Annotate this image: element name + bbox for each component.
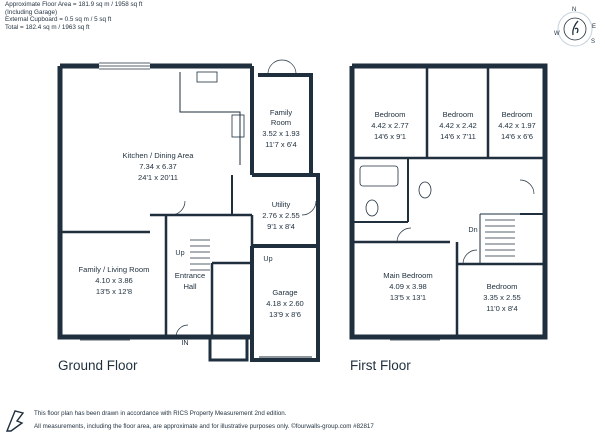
bedroom-2-metric: 4.42 x 2.42 — [439, 121, 477, 130]
compass-icon: N E S W — [554, 7, 596, 47]
garage-metric: 4.18 x 2.60 — [266, 299, 304, 308]
bedroom-3-name: Bedroom — [502, 110, 533, 119]
ground-floor-title: Ground Floor — [58, 358, 138, 373]
compass-w: W — [554, 31, 560, 37]
family-room-name-2: Room — [271, 118, 291, 127]
footer-disclaimer: All measurements, including the floor ar… — [34, 423, 374, 430]
kitchen-dining-metric: 7.34 x 6.37 — [139, 162, 177, 171]
including-garage-note: (Including Garage) — [5, 8, 58, 16]
kitchen-dining-name: Kitchen / Dining Area — [123, 151, 195, 160]
compass-n: N — [572, 7, 576, 13]
entrance-hall-name-1: Entrance — [175, 271, 205, 280]
first-floor-title: First Floor — [350, 358, 411, 373]
stairs-up-garage: Up — [263, 254, 272, 263]
compass-e: E — [592, 24, 596, 30]
utility-metric: 2.76 x 2.55 — [262, 211, 300, 220]
entrance-in: IN — [181, 338, 188, 347]
entrance-hall-name-2: Hall — [183, 282, 196, 291]
stairs-up-hall: Up — [175, 248, 184, 257]
bedroom-1-name: Bedroom — [375, 110, 406, 119]
main-bedroom-metric: 4.09 x 3.98 — [389, 282, 427, 291]
family-living-name: Family / Living Room — [79, 265, 150, 274]
utility-imperial: 9'1 x 8'4 — [267, 222, 295, 231]
bedroom-1-imperial: 14'6 x 9'1 — [374, 132, 406, 141]
bedroom-1-metric: 4.42 x 2.77 — [371, 121, 409, 130]
total-area: Total = 182.4 sq m / 1963 sq ft — [5, 23, 90, 31]
bedroom-5-imperial: 11'0 x 8'4 — [486, 304, 517, 313]
approx-floor-area: Approximate Floor Area = 181.9 sq m / 19… — [5, 1, 143, 8]
kitchen-dining-imperial: 24'1 x 20'11 — [138, 173, 178, 182]
utility-name: Utility — [272, 200, 291, 209]
family-living-imperial: 13'5 x 12'8 — [96, 287, 132, 296]
garage-imperial: 13'9 x 8'6 — [269, 310, 301, 319]
bedroom-5-metric: 3.35 x 2.55 — [483, 293, 521, 302]
bedroom-3-metric: 4.42 x 1.97 — [498, 121, 536, 130]
main-bedroom-name: Main Bedroom — [383, 271, 432, 280]
stairs-down: Dn — [468, 225, 477, 234]
family-living-metric: 4.10 x 3.86 — [95, 276, 133, 285]
family-room-metric: 3.52 x 1.93 — [262, 129, 300, 138]
compass-s: S — [591, 39, 595, 45]
footer-rics-note: This floor plan has been drawn in accord… — [34, 410, 287, 417]
main-bedroom-imperial: 13'5 x 13'1 — [390, 293, 426, 302]
first-floor-walls — [349, 63, 548, 341]
family-room-imperial: 11'7 x 6'4 — [265, 140, 296, 149]
garage-name: Garage — [272, 288, 297, 297]
bedroom-2-imperial: 14'6 x 7'11 — [440, 132, 476, 141]
external-cupboard-area: External Cupboard = 0.5 sq m / 5 sq ft — [5, 16, 112, 24]
bedroom-5-name: Bedroom — [487, 282, 518, 291]
floor-area-summary: Approximate Floor Area = 181.9 sq m / 19… — [5, 1, 142, 31]
ground-floor-walls — [57, 59, 320, 362]
bedroom-2-name: Bedroom — [443, 110, 474, 119]
room-labels: Kitchen / Dining Area 7.34 x 6.37 24'1 x… — [58, 108, 536, 373]
bedroom-3-imperial: 14'6 x 6'6 — [501, 132, 533, 141]
family-room-name-1: Family — [270, 108, 293, 117]
fourwalls-logo-icon — [5, 410, 25, 432]
